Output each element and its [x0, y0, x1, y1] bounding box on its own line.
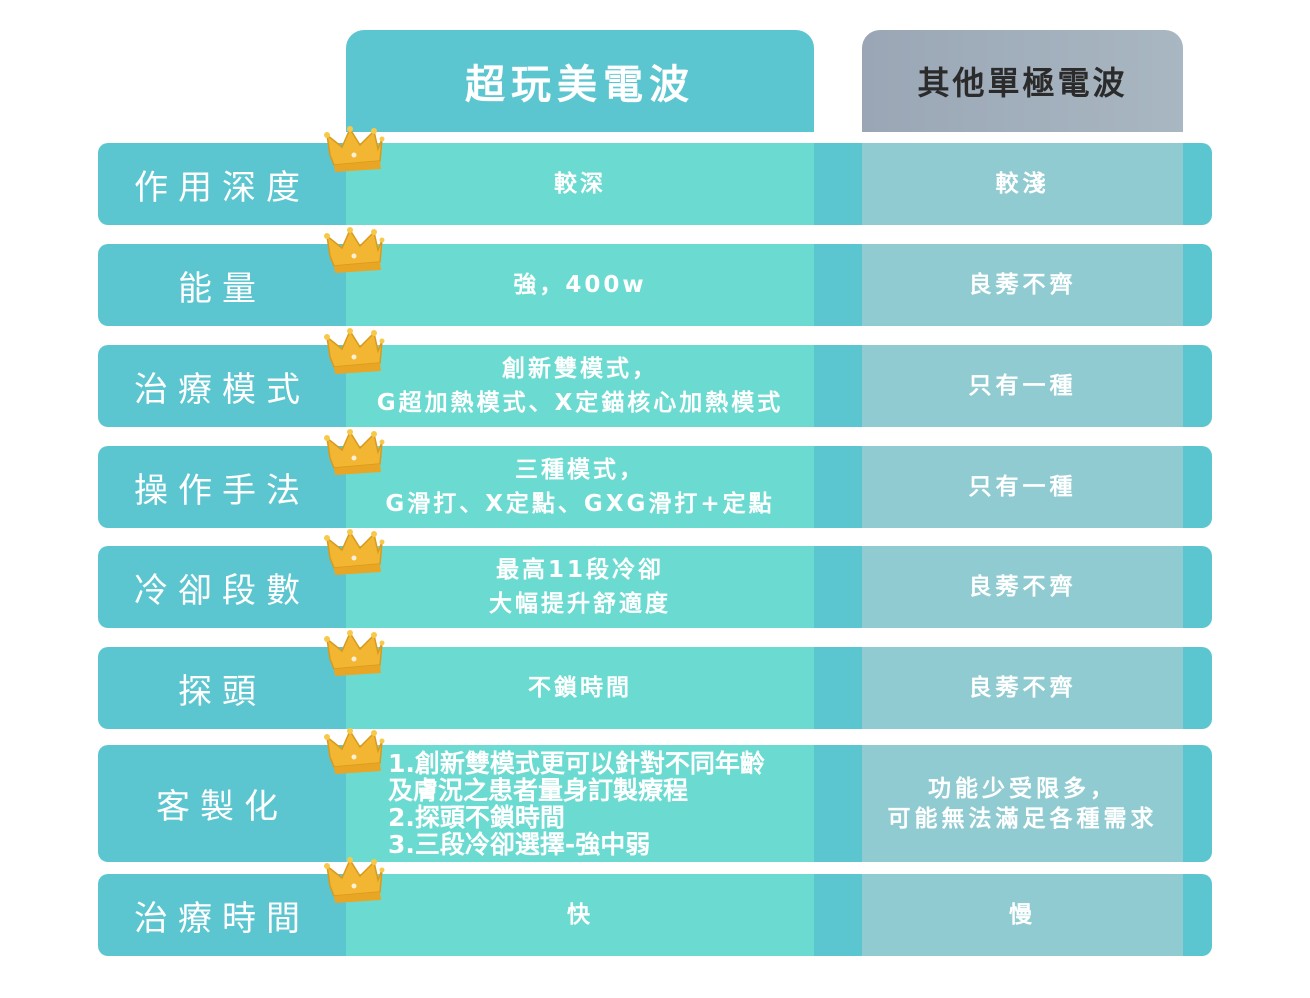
- other-cell: 良莠不齊: [862, 546, 1183, 628]
- other-cell: 只有一種: [862, 345, 1183, 427]
- main-cell: 三種模式， G滑打、X定點、GXG滑打+定點: [346, 446, 814, 528]
- row-label: 操作手法: [134, 470, 310, 511]
- comparison-row: 能量 強，400w 良莠不齊: [0, 244, 1310, 326]
- comparison-row: 操作手法 三種模式， G滑打、X定點、GXG滑打+定點 只有一種: [0, 446, 1310, 528]
- other-cell: 只有一種: [862, 446, 1183, 528]
- row-label: 治療時間: [134, 898, 310, 939]
- row-label: 能量: [178, 268, 266, 309]
- row-label: 治療模式: [134, 369, 310, 410]
- header-other-product: 其他單極電波: [862, 30, 1183, 132]
- row-label: 作用深度: [134, 167, 310, 208]
- main-cell: 強，400w: [346, 244, 814, 326]
- header-main-product: 超玩美電波: [346, 30, 814, 132]
- comparison-row: 客製化 1.創新雙模式更可以針對不同年齡 及膚況之患者量身訂製療程 2.探頭不鎖…: [0, 745, 1310, 862]
- other-cell: 良莠不齊: [862, 647, 1183, 729]
- crown-icon: [324, 125, 386, 173]
- other-cell: 功能少受限多， 可能無法滿足各種需求: [862, 745, 1183, 862]
- crown-icon: [324, 428, 386, 476]
- crown-icon: [324, 727, 386, 775]
- main-cell: 創新雙模式， G超加熱模式、X定錨核心加熱模式: [346, 345, 814, 427]
- row-label: 冷卻段數: [134, 570, 310, 611]
- other-cell: 慢: [862, 874, 1183, 956]
- main-cell: 較深: [346, 143, 814, 225]
- crown-icon: [324, 226, 386, 274]
- comparison-row: 治療時間 快 慢: [0, 874, 1310, 956]
- row-label: 客製化: [156, 787, 288, 827]
- comparison-row: 探頭 不鎖時間 良莠不齊: [0, 647, 1310, 729]
- crown-icon: [324, 856, 386, 904]
- row-label: 探頭: [178, 671, 266, 712]
- other-cell: 較淺: [862, 143, 1183, 225]
- comparison-row: 治療模式 創新雙模式， G超加熱模式、X定錨核心加熱模式 只有一種: [0, 345, 1310, 427]
- main-cell: 最高11段冷卻 大幅提升舒適度: [346, 546, 814, 628]
- crown-icon: [324, 327, 386, 375]
- main-cell: 快: [346, 874, 814, 956]
- main-cell: 1.創新雙模式更可以針對不同年齡 及膚況之患者量身訂製療程 2.探頭不鎖時間 3…: [346, 745, 814, 862]
- comparison-row: 冷卻段數 最高11段冷卻 大幅提升舒適度 良莠不齊: [0, 546, 1310, 628]
- comparison-row: 作用深度 較深 較淺: [0, 143, 1310, 225]
- main-cell: 不鎖時間: [346, 647, 814, 729]
- crown-icon: [324, 528, 386, 576]
- other-cell: 良莠不齊: [862, 244, 1183, 326]
- crown-icon: [324, 629, 386, 677]
